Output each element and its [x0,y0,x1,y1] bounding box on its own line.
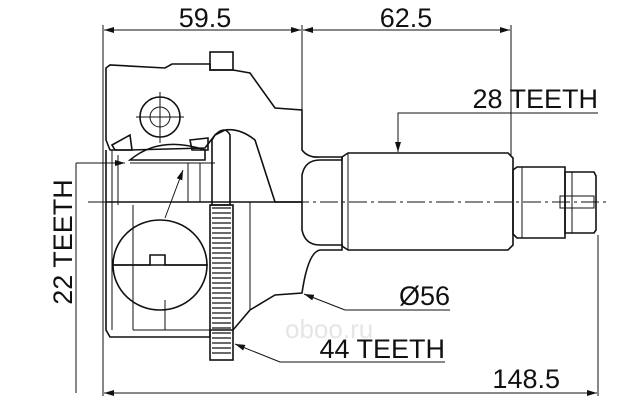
lower-ball [112,219,208,266]
leaders [76,112,598,363]
dim-shaft-length: 62.5 [380,3,433,33]
dim-housing-length: 59.5 [179,3,232,33]
dimension-lines [104,27,597,396]
splined-shaft [341,152,597,251]
abs-ring [209,204,234,361]
outer-housing [105,63,343,338]
dim-total-length: 148.5 [492,364,560,394]
extension-lines [75,25,599,396]
label-44-teeth: 44 TEETH [319,334,445,364]
label-28-teeth: 28 TEETH [472,84,598,114]
dim-diameter: Ø56 [399,281,450,311]
watermark: oboo.ru [285,314,373,344]
abs-ring-tab [209,51,234,71]
label-22-teeth: 22 TEETH [48,179,78,305]
